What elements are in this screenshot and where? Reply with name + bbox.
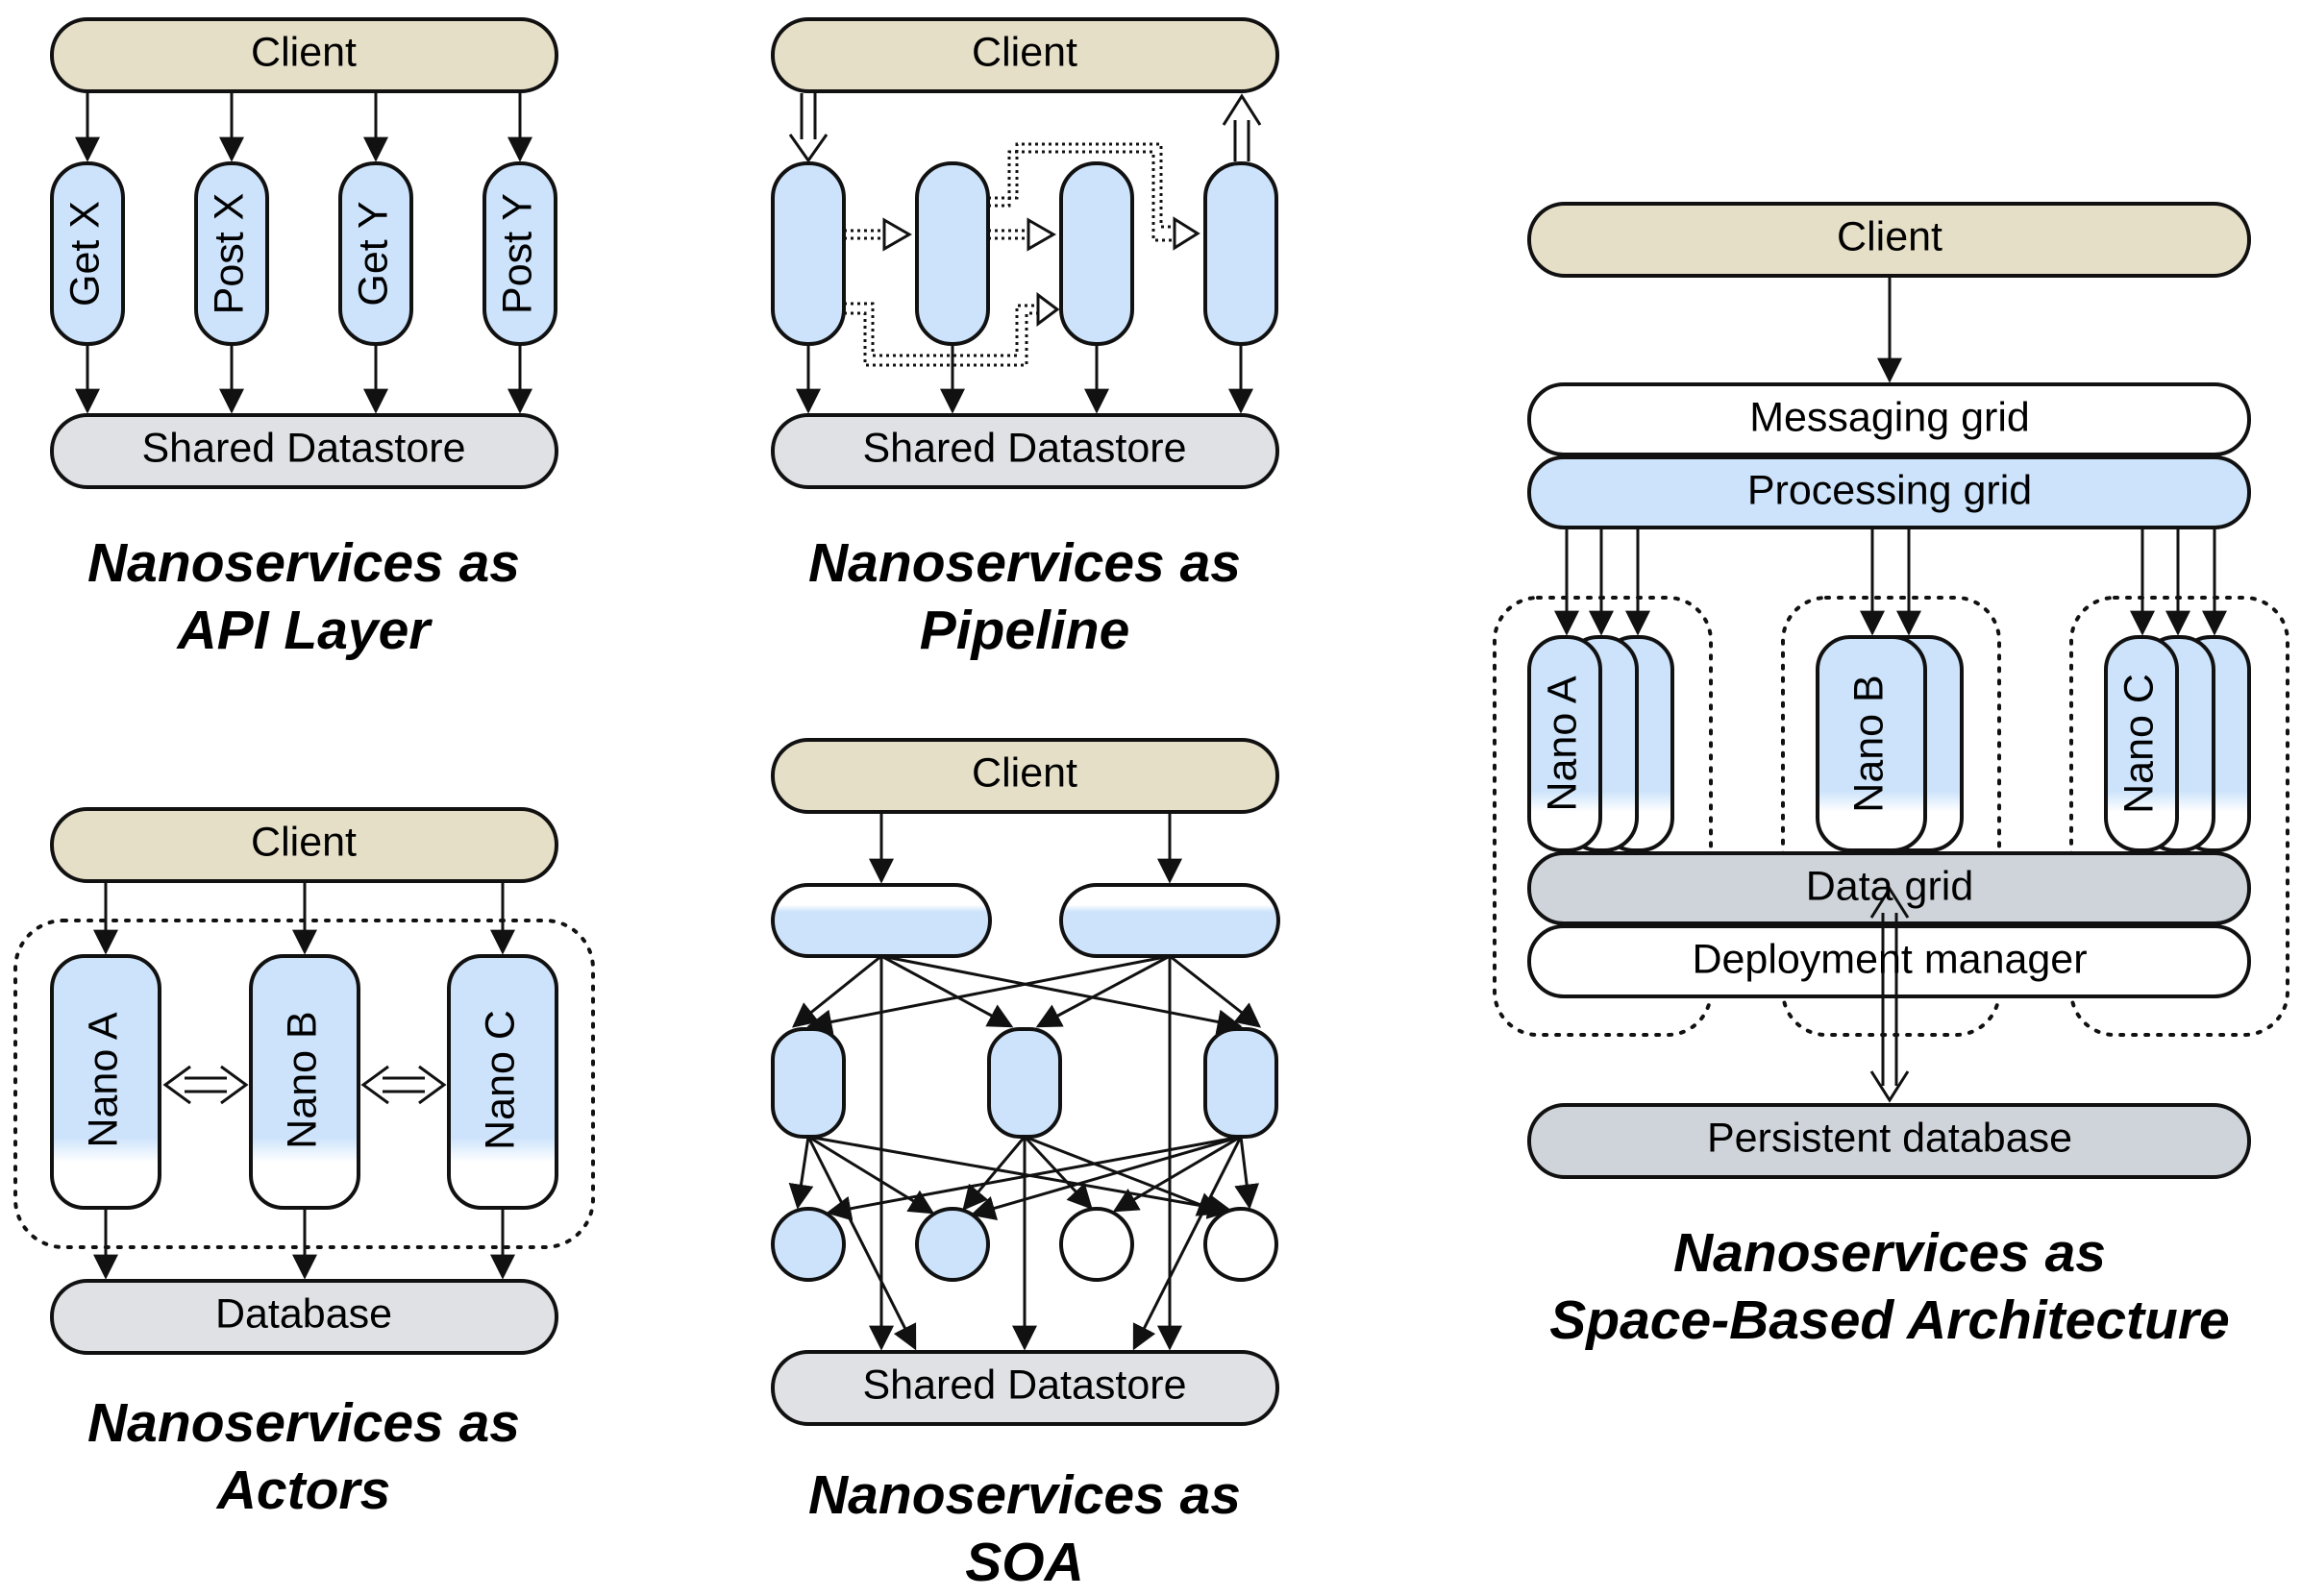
datastore-label: Shared Datastore (862, 1362, 1186, 1408)
soa-leaf-node (1059, 1207, 1134, 1282)
deployment-manager-box (1527, 924, 2251, 998)
pipeline-panel (771, 17, 1279, 489)
nano-unit-a (1527, 635, 1602, 852)
processing-grid-box (1527, 455, 2251, 529)
stage-box (1203, 161, 1278, 346)
messaging-grid-box (1527, 382, 2251, 456)
client-label: Client (1837, 213, 1942, 259)
client-label: Client (251, 29, 357, 75)
soa-leaf-node (771, 1207, 846, 1282)
service-label: Get Y (350, 201, 396, 306)
actor-label: Nano C (477, 1010, 523, 1150)
nano-unit-b-label: Nano B (1845, 675, 1892, 812)
client-box (50, 17, 558, 93)
client-label: Client (972, 29, 1077, 75)
caption-subtitle: Pipeline (920, 600, 1130, 661)
caption-title: Nanoservices as (87, 532, 520, 594)
soa-leaf-node (1203, 1207, 1278, 1282)
soa-service-node (987, 1027, 1062, 1139)
soa-panel (771, 738, 1280, 1426)
actor-label: Nano A (80, 1012, 126, 1147)
service-label: Post X (206, 193, 252, 315)
api-layer-panel (50, 17, 558, 489)
nano-unit-a-label: Nano A (1539, 675, 1585, 811)
client-label: Client (972, 749, 1077, 796)
caption-title: Nanoservices as (808, 1464, 1241, 1526)
caption-title: Nanoservices as (1673, 1222, 2106, 1284)
database-label: Database (215, 1290, 392, 1337)
datastore-box (771, 1350, 1279, 1426)
client-box (771, 17, 1279, 93)
soa-service-node (1203, 1027, 1278, 1139)
data-grid-label: Data grid (1806, 863, 1973, 909)
service-bus-box (771, 883, 992, 958)
client-box (771, 738, 1279, 814)
caption-title: Nanoservices as (808, 532, 1241, 594)
processing-unit-boundary (1781, 596, 2001, 1037)
datastore-label: Shared Datastore (862, 425, 1186, 471)
persistent-database-label: Persistent database (1707, 1115, 2072, 1161)
space-based-panel (1493, 202, 2289, 1179)
stage-box (915, 161, 990, 346)
service-bus-box (1059, 883, 1280, 958)
caption-subtitle: Space-Based Architecture (1549, 1289, 2230, 1351)
caption-title: Nanoservices as (87, 1392, 520, 1454)
deployment-manager-label: Deployment manager (1692, 936, 2087, 982)
persistent-database-box (1527, 1103, 2251, 1179)
service-label: Post Y (494, 193, 540, 314)
datastore-label: Shared Datastore (141, 425, 465, 471)
nano-unit-b (1816, 635, 1927, 852)
caption-subtitle: SOA (965, 1532, 1084, 1593)
actors-panel (13, 807, 595, 1355)
caption-subtitle: Actors (215, 1460, 391, 1521)
nano-unit-c (2104, 635, 2179, 852)
nano-unit-c-label: Nano C (2115, 674, 2162, 814)
soa-leaf-node (915, 1207, 990, 1282)
messaging-grid-label: Messaging grid (1749, 394, 2030, 440)
service-label: Get X (62, 201, 108, 307)
caption-subtitle: API Layer (176, 600, 433, 661)
datastore-box (50, 413, 558, 489)
database-box (50, 1279, 558, 1355)
actor-label: Nano B (279, 1011, 325, 1148)
stage-box (1059, 161, 1134, 346)
stage-box (771, 161, 846, 346)
client-label: Client (251, 819, 357, 865)
soa-service-node (771, 1027, 846, 1139)
datastore-box (771, 413, 1279, 489)
processing-grid-label: Processing grid (1747, 467, 2032, 513)
